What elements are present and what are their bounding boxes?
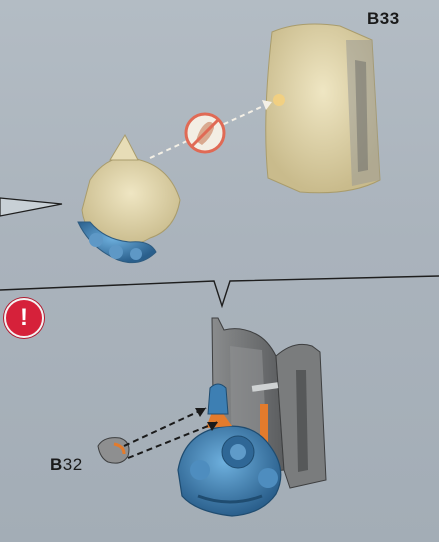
part-label-b32: B32 (50, 455, 83, 475)
no-glue-icon (186, 114, 224, 152)
callout-pointer-left (0, 198, 62, 216)
warning-icon: ! (4, 298, 44, 338)
small-gray-piece-part (98, 438, 129, 463)
sand-blue-cluster-part (78, 135, 180, 263)
warning-glyph: ! (20, 306, 28, 330)
part-label-b33: B33 (367, 9, 400, 29)
step-divider (0, 276, 439, 306)
sand-panel-part (266, 24, 380, 193)
